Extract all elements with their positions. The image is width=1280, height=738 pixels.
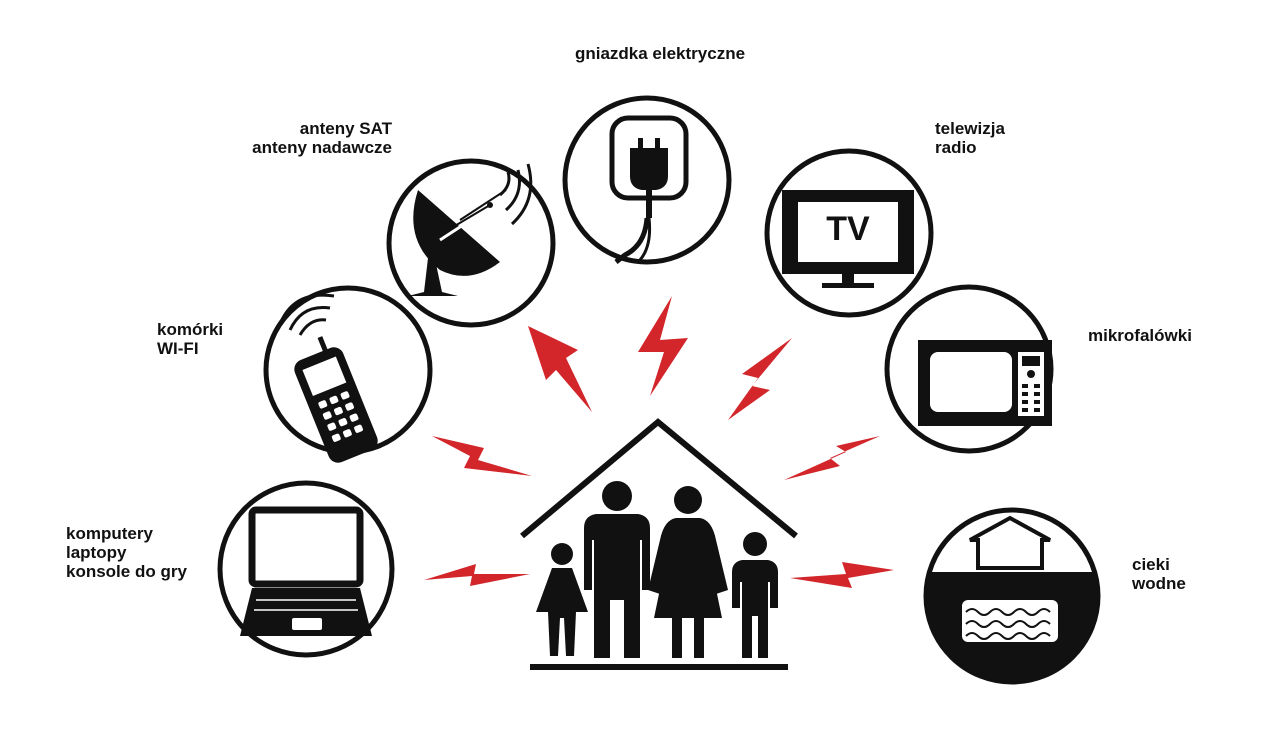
lightning-bolts [424, 296, 894, 588]
underground-water-icon [962, 515, 1058, 642]
label-line: komórki [157, 320, 224, 339]
label-computers: komputery laptopy konsole do gry [66, 524, 187, 581]
label-tv: telewizja radio [935, 119, 1005, 157]
label-phones: komórki WI-FI [157, 320, 223, 358]
water-circle [923, 507, 1101, 685]
label-line: anteny SAT [299, 119, 392, 138]
label-line: mikrofalówki [1088, 326, 1192, 345]
lightning-bolt [790, 562, 894, 588]
label-line: laptopy [66, 543, 127, 562]
label-line: WI-FI [157, 339, 199, 358]
label-line: cieki [1132, 555, 1170, 574]
house-floor [530, 664, 788, 670]
computer-circle [217, 480, 395, 658]
microwave-circle [884, 284, 1054, 454]
label-line: radio [935, 138, 977, 157]
lightning-bolt [528, 326, 592, 412]
label-sockets: gniazdka elektryczne [540, 44, 780, 63]
lightning-bolt [728, 338, 792, 420]
satellite-dish-icon [408, 163, 533, 296]
laptop-icon [240, 506, 372, 636]
lightning-bolt [784, 436, 880, 480]
mobile-phone-icon [278, 293, 378, 463]
tv-circle [764, 148, 934, 318]
label-line: anteny nadawcze [252, 138, 392, 157]
lightning-bolt [424, 564, 530, 586]
antenna-circle [386, 158, 556, 328]
lightning-bolt [638, 296, 688, 396]
label-microwave: mikrofalówki [1088, 326, 1192, 345]
socket-circle [562, 95, 732, 265]
tv-screen-text: TV [826, 210, 870, 248]
phone-circle [263, 285, 433, 463]
plug-socket-icon [609, 115, 689, 264]
lightning-bolt [432, 436, 532, 476]
microwave-icon [918, 340, 1052, 426]
television-icon [782, 190, 914, 288]
family-icon [536, 481, 778, 658]
label-line: wodne [1132, 574, 1186, 593]
label-antennas: anteny SAT anteny nadawcze [200, 119, 392, 157]
label-line: telewizja [935, 119, 1005, 138]
label-line: konsole do gry [66, 562, 187, 581]
house-roof [520, 418, 798, 539]
label-line: komputery [66, 524, 153, 543]
house-with-family [520, 418, 798, 670]
label-water: cieki wodne [1132, 555, 1186, 593]
label-line: gniazdka elektryczne [574, 44, 746, 63]
